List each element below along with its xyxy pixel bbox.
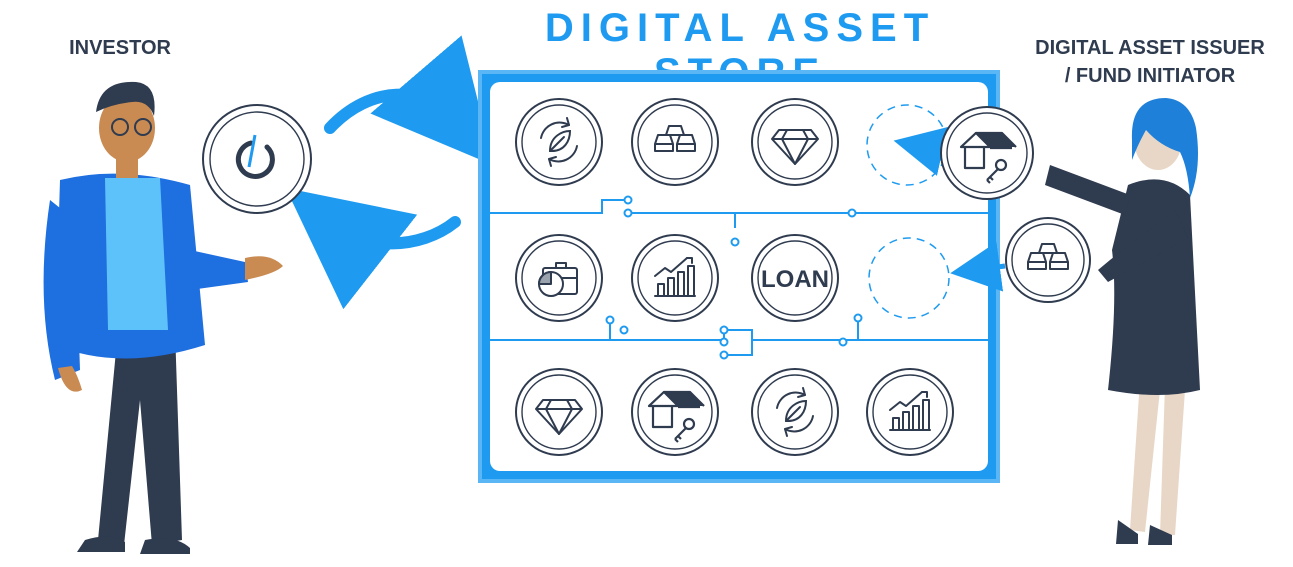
coin-portfolio — [515, 234, 603, 322]
investor-label: INVESTOR — [69, 37, 171, 59]
coin-leaf-2 — [751, 368, 839, 456]
arrow-to-investor — [285, 188, 461, 310]
held-coin-gold — [1005, 217, 1091, 303]
coin-chart-1 — [631, 234, 719, 322]
issuer-label-line2: / FUND INITIATOR — [1064, 65, 1236, 87]
coin-leaf-1 — [515, 98, 603, 186]
loan-coin-text: LOAN — [761, 266, 829, 293]
investor-token — [202, 104, 312, 214]
coin-gold-1 — [631, 98, 719, 186]
coin-diamond-1 — [751, 98, 839, 186]
issuer-label-line1: DIGITAL ASSET ISSUER — [1035, 37, 1265, 59]
coin-house-1 — [631, 368, 719, 456]
empty-slot-2 — [868, 237, 950, 319]
coin-chart-2 — [866, 368, 954, 456]
investor-figure — [43, 81, 283, 554]
issuer-figure — [1045, 98, 1200, 545]
arrow-to-store — [324, 35, 495, 166]
coin-diamond-2 — [515, 368, 603, 456]
held-coin-house — [940, 106, 1034, 200]
arrow-gold-in — [950, 241, 1006, 292]
